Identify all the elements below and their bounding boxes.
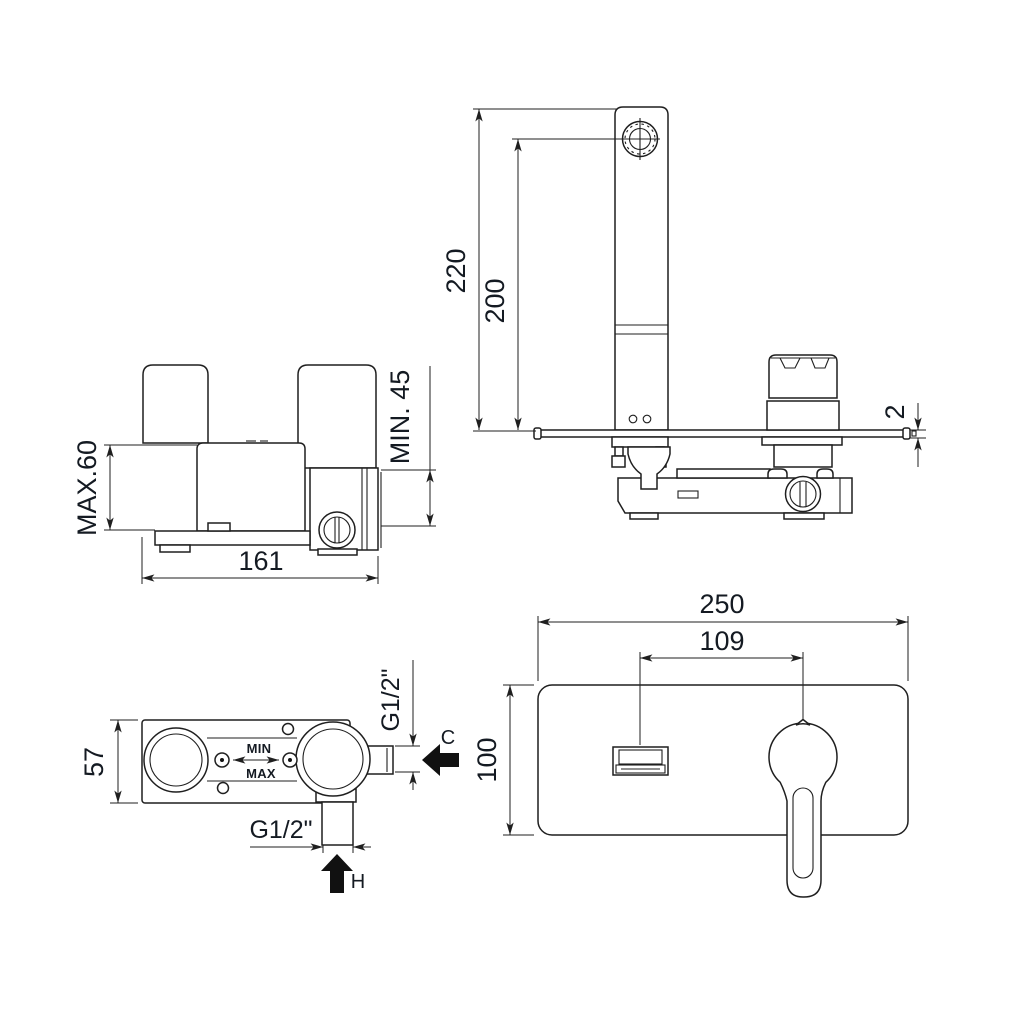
dim-plate-width-label: 250: [699, 589, 744, 619]
spout-connection-ring: [143, 727, 209, 793]
dimension-max-depth: MAX.60: [72, 440, 197, 536]
dim-total-height-label: 220: [441, 248, 471, 293]
dimension-plate-height: 100: [472, 684, 534, 836]
max-label: MAX: [246, 766, 276, 781]
mixer-body: [196, 440, 306, 532]
spout-opening: [612, 746, 669, 776]
dimension-plate-width: 250: [537, 589, 909, 681]
hot-flow-label: H: [351, 871, 365, 893]
dimension-cold-thread: G1/2": [377, 660, 420, 790]
dimension-spout-height: 200: [480, 138, 660, 430]
view-concealed-body-side: MAX.60 MIN. 45 161: [72, 364, 436, 584]
dim-max-depth-label: MAX.60: [72, 440, 102, 536]
cold-flow-label: C: [441, 727, 455, 749]
adjuster-screws: MIN MAX: [214, 722, 298, 795]
wall-plate-front: [537, 684, 909, 836]
view-plate-front: 250 109 100: [472, 589, 909, 898]
hot-inlet-port: [315, 788, 357, 846]
view-faucet-profile: 220 200 2: [441, 106, 926, 520]
dim-min-depth-label: MIN. 45: [385, 370, 415, 465]
dim-body-depth-label: 57: [79, 747, 109, 777]
protection-cap-right: [297, 364, 377, 469]
min-max-adjuster: [207, 737, 297, 782]
wall-plate-profile: [533, 427, 917, 440]
dimension-body-depth: 57: [79, 719, 138, 804]
cold-flow-arrow: C: [422, 727, 459, 776]
hot-thread-label: G1/2": [249, 816, 312, 844]
dim-plate-thickness-label: 2: [880, 404, 910, 419]
dim-plate-height-label: 100: [472, 737, 502, 782]
dim-spout-handle-label: 109: [699, 626, 744, 656]
dimension-min-depth: MIN. 45: [381, 366, 436, 527]
lever-handle: [768, 718, 838, 898]
dim-body-width-label: 161: [238, 546, 283, 576]
cartridge-ring: [295, 721, 371, 797]
handle-profile: [761, 354, 843, 468]
dimension-plate-thickness: 2: [880, 403, 926, 467]
spout: [614, 106, 669, 431]
dim-spout-height-label: 200: [480, 278, 510, 323]
dimension-body-width: 161: [141, 537, 379, 584]
supply-connection: [318, 511, 356, 549]
hot-flow-arrow: H: [321, 854, 365, 893]
protection-cap-left: [142, 364, 209, 444]
dimension-hot-thread: G1/2": [249, 816, 371, 853]
base-plate: [154, 522, 358, 556]
cold-thread-label: G1/2": [377, 668, 405, 731]
view-body-top: MIN MAX 57 G1/2" C G1/2": [79, 660, 459, 893]
min-label: MIN: [247, 741, 272, 756]
concealed-body-profile: [611, 436, 853, 520]
dimension-spout-handle-distance: 109: [639, 626, 804, 745]
dimension-total-height: 220: [441, 108, 617, 432]
